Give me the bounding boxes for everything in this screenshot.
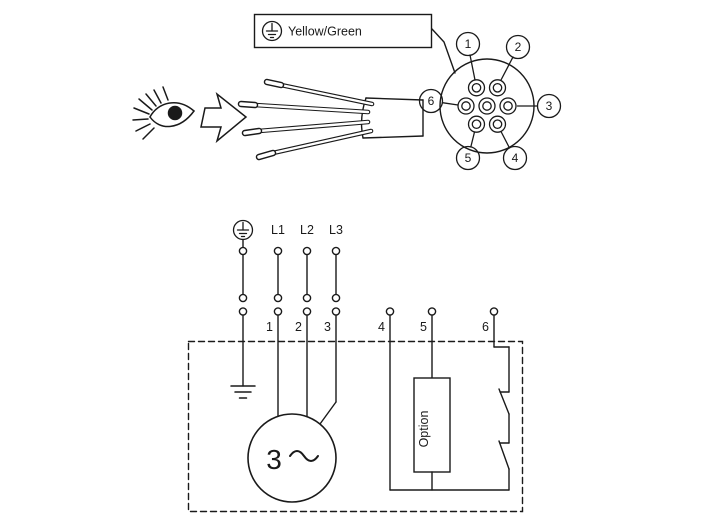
phase-column-l1: L1 1 xyxy=(266,223,285,417)
connector-pin-2 xyxy=(488,79,507,97)
cable-wire xyxy=(241,119,371,137)
phase-label: L3 xyxy=(329,223,343,237)
terminal-number: 4 xyxy=(378,320,385,334)
callout-number: 4 xyxy=(512,151,519,165)
motor-phase-number: 3 xyxy=(266,444,282,475)
connector-pin-center-ground xyxy=(478,97,496,115)
cable-wire xyxy=(237,100,371,115)
cable-wire xyxy=(255,128,374,161)
pump-housing-outline xyxy=(187,340,524,513)
sine-wave-icon xyxy=(289,450,319,462)
option-box: Option xyxy=(413,377,451,473)
thermal-contact-2 xyxy=(498,440,510,470)
protective-earth-icon xyxy=(261,20,283,42)
terminal-column-4: 4 xyxy=(378,307,395,491)
terminal-number: 3 xyxy=(324,320,331,334)
pin-callout-5: 5 xyxy=(455,131,481,171)
connector-face-view: 1 2 3 4 5 xyxy=(418,31,562,171)
phase-column-l2: L2 2 xyxy=(295,223,314,417)
pin-callouts: 1 2 3 4 5 xyxy=(418,31,562,171)
terminal-column-5: 5 Option xyxy=(413,307,451,491)
callout-number: 6 xyxy=(428,94,435,108)
earth-terminal-column xyxy=(230,219,256,399)
three-phase-motor-symbol: 3 xyxy=(247,413,337,503)
terminal-number: 2 xyxy=(295,320,302,334)
connector-pin-4 xyxy=(488,115,507,133)
phase-column-l3: L3 3 xyxy=(319,223,343,425)
terminal-number: 5 xyxy=(420,320,427,334)
terminal-number: 6 xyxy=(482,320,489,334)
connector-pin-1 xyxy=(467,79,486,97)
power-schematic: L1 1 L2 2 L3 xyxy=(187,219,524,513)
option-label: Option xyxy=(417,411,431,448)
pin-callout-3: 3 xyxy=(516,93,562,119)
callout-number: 1 xyxy=(465,37,472,51)
cable-wire xyxy=(263,78,375,107)
callout-number: 2 xyxy=(515,40,522,54)
view-direction-arrow-icon xyxy=(200,91,248,144)
terminal-column-6: 6 xyxy=(482,307,510,491)
view-direction-eye-icon xyxy=(132,86,195,140)
pin-callout-6: 6 xyxy=(418,88,459,114)
yellow-green-label-box: Yellow/Green xyxy=(253,13,433,49)
connector-pin-5 xyxy=(467,115,486,133)
phase-label: L1 xyxy=(271,223,285,237)
connector-pins xyxy=(457,79,517,133)
connector-pin-6 xyxy=(457,97,475,115)
connector-pin-3 xyxy=(499,97,517,115)
pin-callout-1: 1 xyxy=(455,31,481,81)
pin-callout-4: 4 xyxy=(500,130,528,171)
callout-number: 3 xyxy=(546,99,553,113)
wire-color-label: Yellow/Green xyxy=(288,25,362,39)
cable-with-wires xyxy=(237,78,424,161)
earth-ground-icon xyxy=(230,385,256,399)
pin-callout-2: 2 xyxy=(500,34,531,81)
protective-earth-icon xyxy=(232,219,254,241)
label-leader-line xyxy=(431,28,456,74)
callout-number: 5 xyxy=(465,151,472,165)
phase-label: L2 xyxy=(300,223,314,237)
thermal-contact-1 xyxy=(498,388,510,415)
terminal-number: 1 xyxy=(266,320,273,334)
